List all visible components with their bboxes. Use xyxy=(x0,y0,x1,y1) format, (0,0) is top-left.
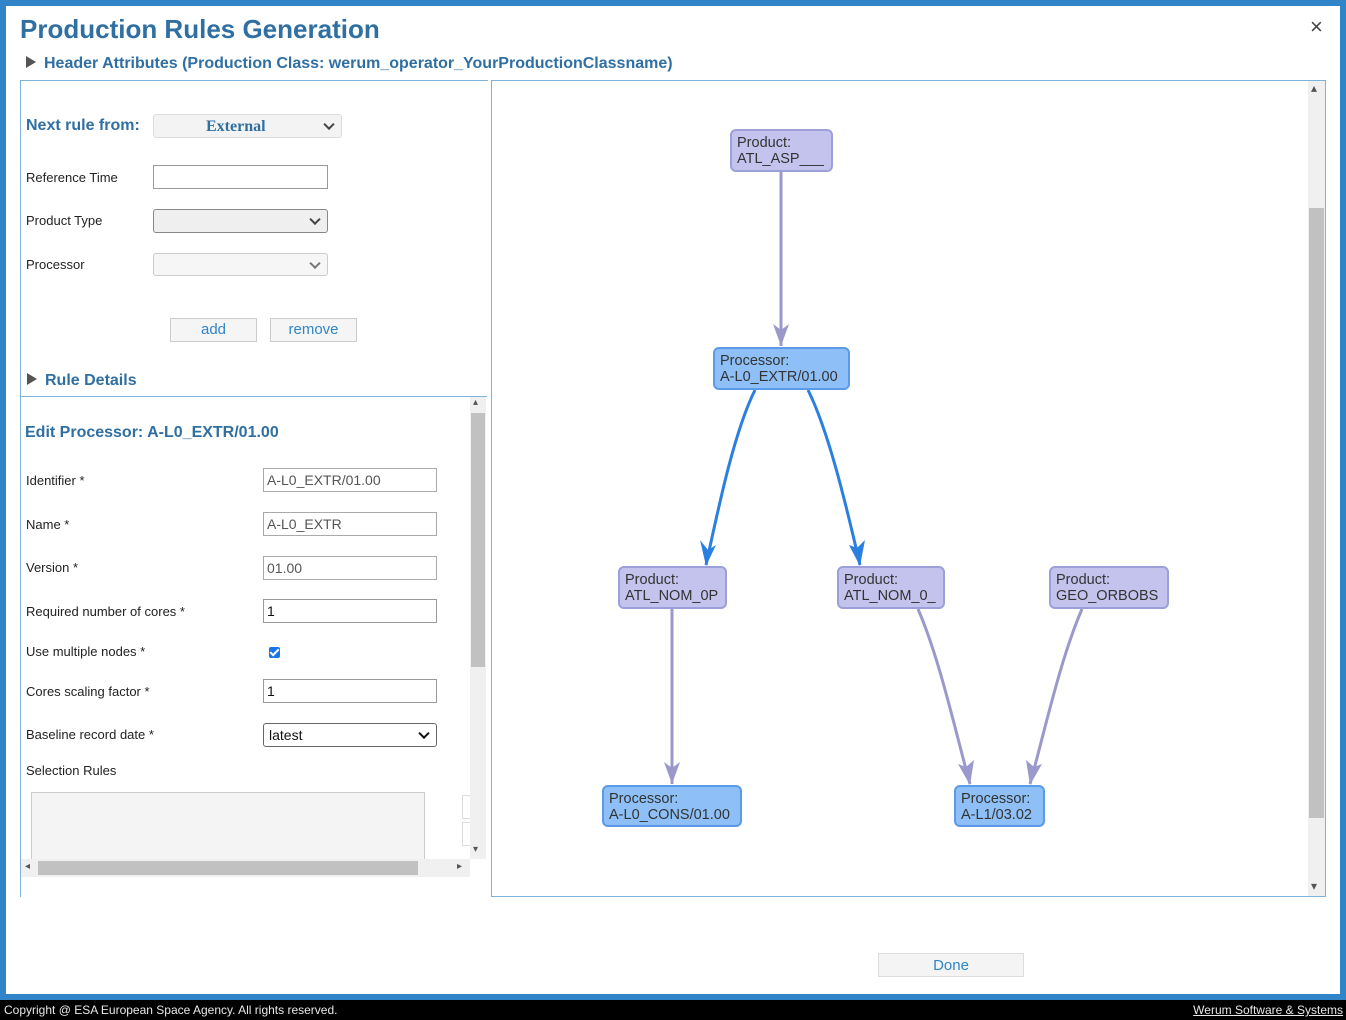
node-kind: Processor: xyxy=(961,791,1031,807)
processor-select[interactable] xyxy=(153,253,328,276)
node-kind: Product: xyxy=(1056,572,1110,588)
node-kind: Processor: xyxy=(609,791,679,807)
scroll-right-icon[interactable]: ▸ xyxy=(457,861,463,872)
edge-l1-arrowhead-b xyxy=(1026,760,1042,785)
edge-l1-arrowhead-a xyxy=(958,760,974,785)
node-name: ATL_NOM_0P xyxy=(625,588,719,604)
cores-input[interactable] xyxy=(263,599,437,623)
multiple-nodes-checkbox[interactable] xyxy=(269,647,280,658)
graph-node-processor[interactable]: Processor: A-L0_CONS/01.00 xyxy=(602,785,742,827)
graph-node-processor[interactable]: Processor: A-L0_EXTR/01.00 xyxy=(713,347,850,390)
reference-time-label: Reference Time xyxy=(26,170,118,185)
graph-node-processor[interactable]: Processor: A-L1/03.02 xyxy=(954,785,1045,827)
copyright-text: Copyright @ ESA European Space Agency. A… xyxy=(4,1003,338,1017)
edge-extr-to-nom0p xyxy=(704,389,757,566)
node-name: A-L1/03.02 xyxy=(961,807,1032,823)
rule-details-label: Rule Details xyxy=(45,372,137,389)
identifier-input[interactable] xyxy=(263,468,437,492)
expand-triangle-icon xyxy=(27,373,37,385)
product-type-select[interactable] xyxy=(153,209,328,233)
multiple-nodes-label: Use multiple nodes * xyxy=(26,644,146,659)
edge-nom0-arrowhead xyxy=(849,540,865,566)
next-rule-label: Next rule from: xyxy=(26,117,140,134)
side-button-stub[interactable] xyxy=(462,795,471,819)
identifier-label: Identifier * xyxy=(26,473,85,488)
selection-rules-label: Selection Rules xyxy=(26,763,117,778)
header-attributes-toggle[interactable]: Header Attributes (Production Class: wer… xyxy=(26,55,673,73)
scroll-down-icon[interactable]: ▾ xyxy=(1311,879,1318,893)
edge-nom0-to-l1 xyxy=(916,608,972,785)
edit-processor-title: Edit Processor: A-L0_EXTR/01.00 xyxy=(25,424,279,441)
version-label: Version * xyxy=(26,560,79,575)
rule-form-panel xyxy=(20,80,488,399)
node-name: A-L0_CONS/01.00 xyxy=(609,807,730,823)
dialog-border-bottom xyxy=(0,994,1346,1000)
edge-asp-arrowhead xyxy=(773,324,789,346)
done-button[interactable]: Done xyxy=(878,953,1024,977)
scroll-up-icon[interactable]: ▴ xyxy=(1311,81,1318,95)
close-icon[interactable]: × xyxy=(1310,14,1323,39)
scaling-factor-label: Cores scaling factor * xyxy=(26,684,150,699)
edge-nom0p-arrowhead xyxy=(700,540,716,566)
dialog-title: Production Rules Generation xyxy=(20,14,380,44)
node-name: ATL_NOM_0_ xyxy=(844,588,936,604)
graph-vertical-scrollbar[interactable]: ▴ ▾ xyxy=(1308,81,1325,896)
edge-geo-to-l1 xyxy=(1028,608,1084,785)
company-link[interactable]: Werum Software & Systems xyxy=(1193,1003,1343,1017)
selection-rules-textarea[interactable] xyxy=(31,792,425,862)
edge-cons-arrowhead xyxy=(664,762,680,784)
cores-label: Required number of cores * xyxy=(26,604,185,619)
scroll-down-icon[interactable]: ▾ xyxy=(473,844,479,855)
processor-label: Processor xyxy=(26,257,85,272)
product-type-label: Product Type xyxy=(26,213,103,228)
rule-details-panel xyxy=(20,396,487,897)
reference-time-input[interactable] xyxy=(153,165,328,189)
remove-button[interactable]: remove xyxy=(270,318,357,342)
node-name: A-L0_EXTR/01.00 xyxy=(720,369,838,385)
dialog-border-left xyxy=(0,0,6,1000)
scrollbar-thumb[interactable] xyxy=(471,413,485,667)
graph-node-product[interactable]: Product: ATL_NOM_0P xyxy=(618,566,727,609)
edge-extr-to-nom0 xyxy=(806,389,862,566)
name-label: Name * xyxy=(26,517,70,532)
node-kind: Processor: xyxy=(720,353,790,369)
baseline-date-label: Baseline record date * xyxy=(26,727,154,742)
graph-node-product[interactable]: Product: GEO_ORBOBS xyxy=(1049,566,1169,609)
next-rule-value: External xyxy=(206,118,266,135)
rule-graph-panel[interactable] xyxy=(491,80,1326,897)
details-horizontal-scrollbar[interactable]: ◂ ▸ xyxy=(21,859,470,877)
node-kind: Product: xyxy=(844,572,898,588)
header-attributes-label: Header Attributes (Production Class: wer… xyxy=(44,55,673,72)
scrollbar-thumb[interactable] xyxy=(38,861,418,875)
scroll-left-icon[interactable]: ◂ xyxy=(25,861,31,872)
dialog-border-top xyxy=(0,0,1346,6)
add-button[interactable]: add xyxy=(170,318,257,342)
version-input[interactable] xyxy=(263,556,437,580)
node-name: GEO_ORBOBS xyxy=(1056,588,1159,604)
node-name: ATL_ASP___ xyxy=(737,151,824,167)
baseline-date-select[interactable]: latest xyxy=(263,723,437,747)
node-kind: Product: xyxy=(625,572,679,588)
scaling-factor-input[interactable] xyxy=(263,679,437,703)
name-input[interactable] xyxy=(263,512,437,536)
baseline-date-value: latest xyxy=(269,727,303,743)
scrollbar-thumb[interactable] xyxy=(1309,208,1324,818)
node-kind: Product: xyxy=(737,135,791,151)
details-vertical-scrollbar[interactable]: ▴ ▾ xyxy=(470,397,486,859)
graph-node-product[interactable]: Product: ATL_NOM_0_ xyxy=(837,566,945,609)
rule-details-toggle[interactable]: Rule Details xyxy=(27,372,137,390)
scroll-up-icon[interactable]: ▴ xyxy=(473,397,479,408)
side-button-stub[interactable] xyxy=(462,822,471,846)
page-footer: Copyright @ ESA European Space Agency. A… xyxy=(0,1000,1346,1020)
expand-triangle-icon xyxy=(26,56,36,68)
next-rule-select[interactable]: External xyxy=(153,114,342,138)
graph-node-product[interactable]: Product: ATL_ASP___ xyxy=(730,129,833,172)
dialog-border-right xyxy=(1340,0,1346,1000)
